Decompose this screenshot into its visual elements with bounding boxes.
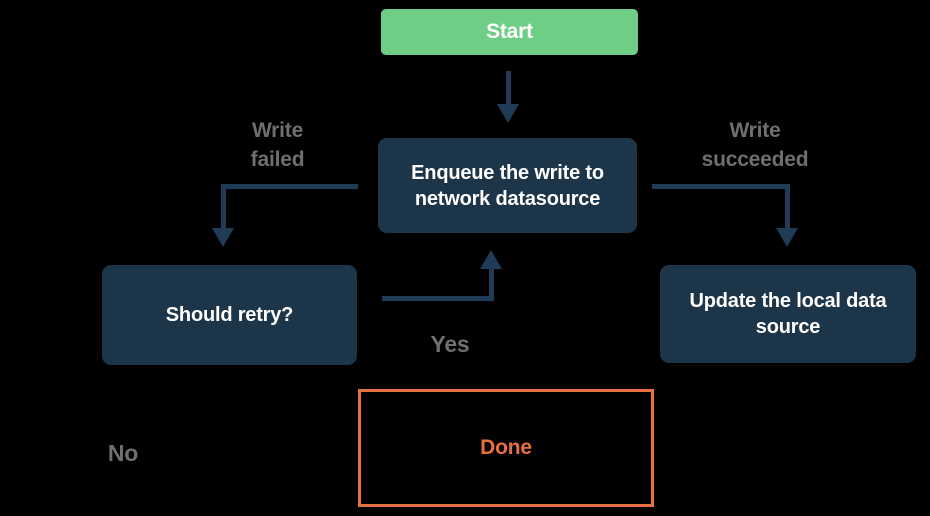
edge-retry-to-enqueue-hline	[382, 296, 494, 301]
node-should-retry: Should retry?	[102, 265, 357, 365]
edge-label-no: No	[107, 440, 139, 466]
node-enqueue-write: Enqueue the write to network datasource	[378, 138, 637, 233]
node-done: Done	[358, 389, 654, 507]
arrowhead-down-icon	[776, 228, 798, 247]
edge-start-to-enqueue-line	[506, 71, 511, 107]
node-update-local-datasource: Update the local data source	[660, 265, 916, 363]
edge-enqueue-to-update-vline	[785, 184, 790, 230]
node-done-label: Done	[480, 436, 532, 459]
node-enqueue-write-label: Enqueue the write to network datasource	[411, 161, 604, 210]
edge-enqueue-to-retry-vline	[221, 184, 226, 230]
edge-enqueue-to-update-hline	[652, 184, 790, 189]
node-start: Start	[381, 9, 638, 55]
edge-enqueue-to-retry-hline	[221, 184, 358, 189]
arrowhead-up-icon	[480, 250, 502, 269]
node-should-retry-label: Should retry?	[165, 304, 294, 326]
edge-retry-to-enqueue-vline	[489, 268, 494, 301]
edge-label-write-succeeded: Write succeeded	[701, 119, 809, 171]
node-update-local-datasource-label: Update the local data source	[689, 290, 887, 338]
node-start-label: Start	[486, 20, 533, 43]
arrowhead-down-icon	[497, 104, 519, 123]
edge-label-yes: Yes	[430, 331, 470, 357]
edge-label-write-failed: Write failed	[250, 119, 305, 171]
arrowhead-down-icon	[212, 228, 234, 247]
